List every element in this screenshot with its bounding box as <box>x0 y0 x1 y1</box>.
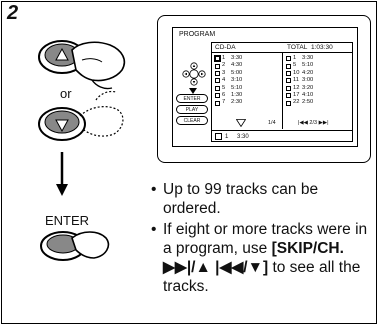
bullet-skip-info: If eight or more tracks were in a progra… <box>151 220 373 296</box>
scroll-down-icon <box>236 119 246 127</box>
program-header: CD-DA TOTAL 1:03:30 <box>212 43 352 53</box>
column-divider <box>282 53 283 129</box>
enter-pill: ENTER <box>176 94 208 103</box>
remote-illustration <box>38 40 126 261</box>
clear-pill: CLEAR <box>176 116 208 125</box>
skip-button-label: [SKIP/CH. ▶▶|/▲ |◀◀/▼] <box>163 240 344 276</box>
skip-back-icon: |◀◀ <box>298 120 308 126</box>
instruction-bullets: Up to 99 tracks can be ordered. If eight… <box>151 180 373 298</box>
instruction-frame <box>1 1 377 324</box>
screen-title: PROGRAM <box>179 31 216 38</box>
bullet-tracks-limit: Up to 99 tracks can be ordered. <box>151 180 373 218</box>
hand-icon <box>71 41 126 90</box>
down-button-icon <box>38 107 86 141</box>
right-page-indicator: |◀◀ 2/3 ▶▶| <box>298 120 329 126</box>
left-page-indicator: 1/4 <box>268 120 276 126</box>
source-label: CD-DA <box>215 44 236 51</box>
enter-button-icon <box>40 231 110 261</box>
program-screen: PROGRAM ENTER PLAY CLEAR CD-DA TOTAL 1:0… <box>172 27 358 147</box>
total-time: 1:03:30 <box>311 44 333 51</box>
total-label: TOTAL <box>287 44 308 51</box>
dpad-icon <box>182 62 206 86</box>
dotted-hand-icon <box>79 106 124 137</box>
play-pill: PLAY <box>176 105 208 114</box>
step-number: 2 <box>7 2 19 24</box>
or-label: or <box>60 86 72 101</box>
skip-forward-icon: ▶▶| <box>318 120 329 126</box>
tv-frame <box>157 15 371 163</box>
enter-label: ENTER <box>45 213 90 228</box>
down-triangle-icon <box>189 88 197 94</box>
